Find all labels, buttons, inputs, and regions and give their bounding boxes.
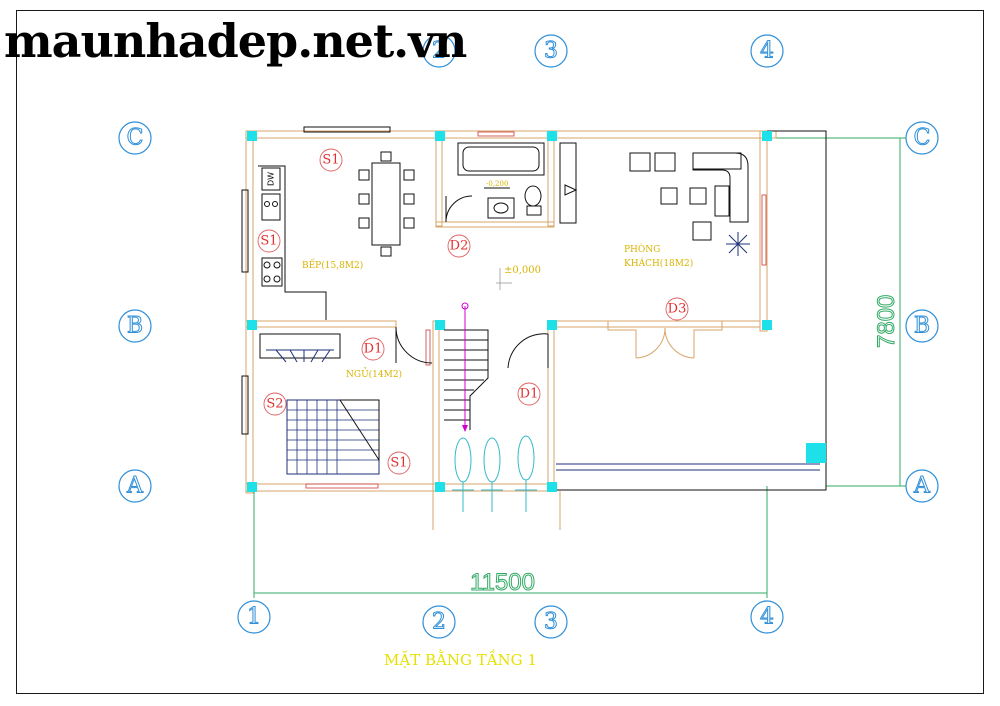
svg-text:DW: DW [267,172,276,186]
tag-d3-living: D3 [665,297,689,321]
parked-motorbikes [452,435,537,512]
dimension-width: 11500 [253,486,768,598]
living-room-doors [607,321,723,359]
grid-bubble-left-c: C [118,121,152,155]
tag-s1-dining: S1 [319,148,343,172]
svg-text:C: C [127,126,144,151]
svg-text:4: 4 [760,605,774,630]
grid-bubble-left-a: A [118,469,152,503]
tag-d2-wc: D2 [447,234,471,258]
svg-text:3: 3 [544,39,558,64]
site-watermark: maunhadep.net.vn [4,14,467,68]
svg-text:4: 4 [760,39,774,64]
grid-bubble-left-b: B [118,309,152,343]
svg-text:D1: D1 [364,342,383,357]
room-label-kitchen: BẾP(15,8M2) [302,258,363,271]
room-label-bedroom: NGỦ(14M2) [346,367,402,380]
svg-text:D2: D2 [450,239,469,254]
svg-text:D1: D1 [520,387,539,402]
svg-text:S1: S1 [390,456,407,471]
grid-bubble-right-a: A [905,469,939,503]
sheet-border [16,10,984,694]
grid-bubble-bottom-4: 4 [750,600,784,634]
svg-text:2: 2 [432,39,446,64]
bedroom-furniture [259,326,433,475]
tag-d1-bedroom: D1 [361,337,385,361]
svg-text:11500: 11500 [470,569,535,596]
grid-bubble-top-4: 4 [750,34,784,68]
svg-text:1: 1 [247,605,261,630]
grid-bubble-bottom-1: 1 [237,600,271,634]
svg-text:±0,000: ±0,000 [504,265,541,276]
svg-text:D3: D3 [668,302,687,317]
level-marker: ±0,000 [496,265,541,290]
tag-d1-hall: D1 [517,382,541,406]
grid-bubble-top-3: 3 [534,34,568,68]
grid-bubble-top-2: 2 [422,34,456,68]
tag-s1-bedroom: S1 [387,451,411,475]
svg-text:S1: S1 [322,153,339,168]
svg-text:B: B [127,314,143,339]
svg-text:-0,200: -0,200 [486,180,508,188]
svg-text:S2: S2 [266,397,283,412]
tag-s1-kitchen: S1 [257,229,281,253]
windows [241,126,767,489]
grid-bubble-bottom-2: 2 [422,605,456,639]
svg-text:A: A [913,474,931,499]
kitchen-counter: DW [258,165,327,320]
dining-table [358,151,415,257]
room-label-living-line1: PHÒNG [624,243,660,255]
tag-s2-bedroom: S2 [263,392,287,416]
room-label-living-line2: KHÁCH(18M2) [624,257,693,269]
svg-text:C: C [914,126,931,151]
svg-text:B: B [914,314,930,339]
grid-bubble-right-c: C [905,121,939,155]
terrace-outline [552,130,827,491]
dimension-depth: 7800 [767,137,906,487]
svg-text:3: 3 [544,610,558,635]
living-room-furniture [629,152,750,256]
svg-text:A: A [126,474,144,499]
staircase [444,302,549,432]
svg-text:S1: S1 [260,234,277,249]
grid-bubble-right-b: B [905,309,939,343]
structural-columns [247,131,772,492]
svg-text:7800: 7800 [873,295,900,348]
svg-text:2: 2 [432,610,446,635]
drawing-title: MẶT BẰNG TẦNG 1 [384,649,537,669]
grid-bubble-bottom-3: 3 [534,605,568,639]
bathroom-fixtures: -0,200 [445,142,578,224]
